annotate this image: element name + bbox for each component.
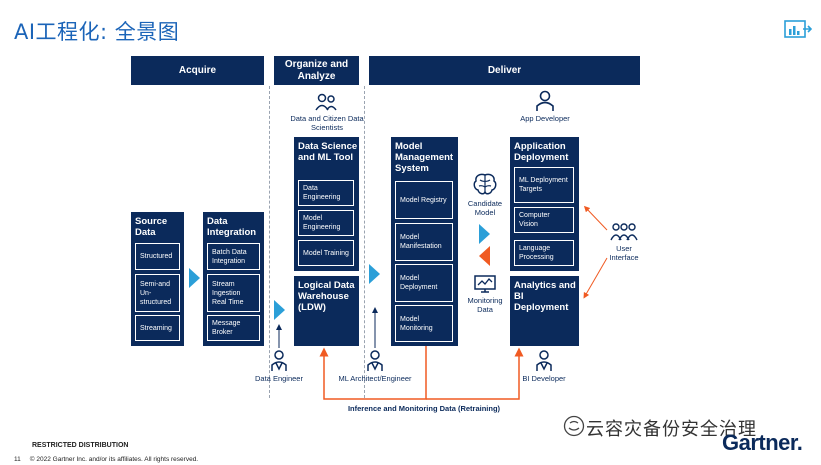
user-group-icon [610,223,638,241]
ds-tool-box: Data Science and ML Tool Data Engineerin… [294,137,359,271]
retraining-label: Inference and Monitoring Data (Retrainin… [347,404,501,413]
ad-item-language: Language Processing [514,240,574,266]
data-engineer-icon [271,350,287,371]
retraining-loop-right [426,347,524,400]
monitoring-label: Monitoring Data [467,296,503,314]
mms-box: Model Management System Model Registry M… [391,137,458,346]
mms-title: Model Management System [395,141,454,174]
arrow-right-3 [369,264,380,284]
source-item-streaming: Streaming [135,315,180,341]
bi-developer-label: BI Developer [522,374,566,383]
citizen-label: Data and Citizen Data Scientists [290,114,364,132]
candidate-label: Candidate Model [467,199,503,217]
restricted-label: RESTRICTED DISTRIBUTION [32,442,129,449]
mms-item-deployment: Model Deployment [395,264,453,302]
copyright-text: © 2022 Gartner Inc. and/or its affiliate… [29,456,199,463]
source-item-structured: Structured [135,243,180,270]
header-acquire: Acquire [131,56,264,85]
footer-copyright: 11 © 2022 Gartner Inc. and/or its affili… [14,456,198,463]
ui-arrow-down [583,257,608,299]
ds-tool-title: Data Science and ML Tool [298,141,358,163]
arrow-left-feedback [479,246,490,266]
ml-architect-icon [367,350,383,371]
data-integration-box: Data Integration Batch Data Integration … [203,212,264,346]
divider-left [269,86,270,398]
divider-right [364,86,365,398]
wechat-icon [563,415,585,437]
ad-item-vision: Computer Vision [514,207,574,233]
app-deploy-box: Application Deployment ML Deployment Tar… [510,137,579,271]
header-organize: Organize and Analyze [274,56,359,85]
ad-item-ml-targets: ML Deployment Targets [514,167,574,203]
arrow-right-1 [189,268,200,288]
ldw-title: Logical Data Warehouse (LDW) [298,280,355,313]
di-item-stream: Stream Ingestion Real Time [207,274,260,312]
mms-item-registry: Model Registry [395,181,453,219]
analytics-title: Analytics and BI Deployment [514,280,576,313]
header-deliver: Deliver [369,56,640,85]
page-title: AI工程化: 全景图 [14,20,180,44]
monitor-icon [474,275,496,293]
ds-item-model-eng: Model Engineering [298,210,354,236]
arrow-right-candidate [479,224,490,244]
bi-developer-icon [536,350,552,371]
ds-item-training: Model Training [298,240,354,266]
source-item-semi: Semi-and Un-structured [135,274,180,312]
ml-architect-label: ML Architect/Engineer [338,374,412,383]
page-number: 11 [14,456,21,463]
gartner-logo: Gartner. [722,430,803,455]
watermark-text: 云容灾备份安全治理 [586,419,757,440]
arrow-right-2 [274,300,285,320]
ui-arrow-up [583,205,608,231]
user-interface-label: User Interface [609,244,639,262]
source-data-title: Source Data [135,216,168,238]
analytics-box: Analytics and BI Deployment [510,276,579,346]
people-icon [315,93,337,111]
ldw-box: Logical Data Warehouse (LDW) [294,276,359,346]
data-integration-title: Data Integration [207,216,257,238]
ds-item-data-eng: Data Engineering [298,180,354,206]
mms-item-manifestation: Model Manifestation [395,223,453,261]
brain-icon [473,173,497,195]
data-engineer-label: Data Engineer [255,374,303,383]
di-item-batch: Batch Data Integration [207,243,260,270]
app-developer-label: App Developer [520,114,570,123]
app-developer-icon [536,90,554,111]
chart-logo-icon [784,20,812,38]
source-data-box: Source Data Structured Semi-and Un-struc… [131,212,184,346]
mms-item-monitoring: Model Monitoring [395,305,453,342]
di-item-broker: Message Broker [207,315,260,341]
app-deploy-title: Application Deployment [514,141,569,163]
